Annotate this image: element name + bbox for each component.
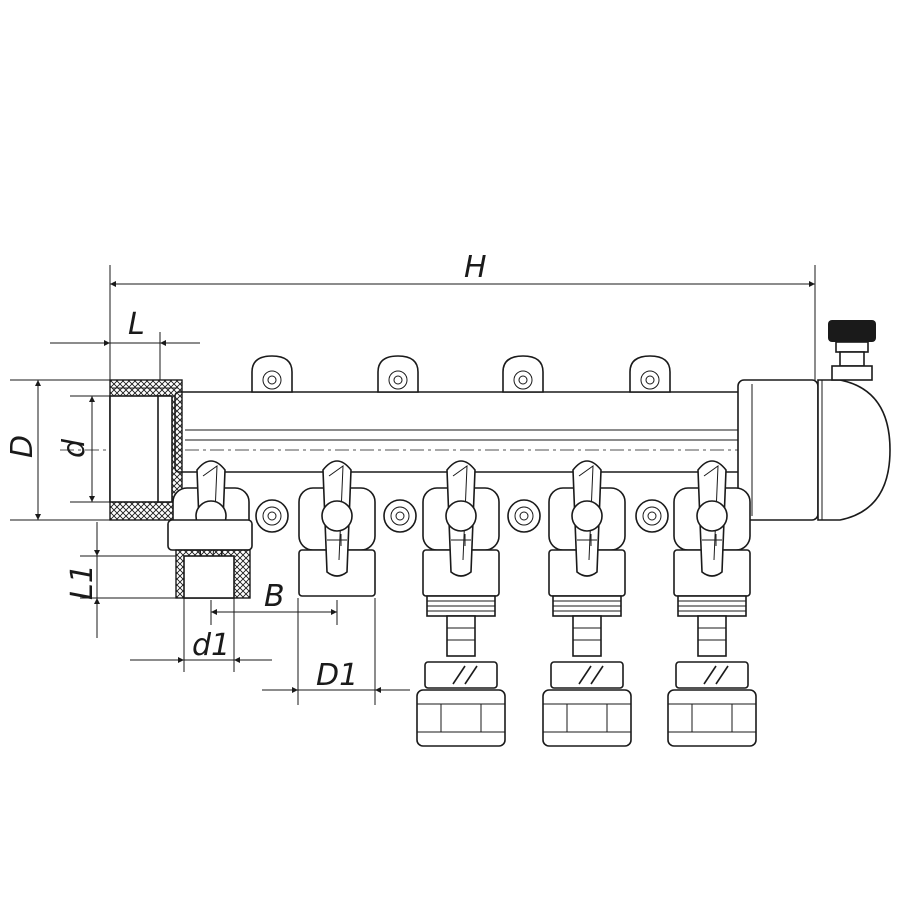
dim-label-l: L — [128, 307, 145, 342]
mounting-lug — [502, 355, 544, 393]
valve-outlet — [667, 460, 757, 747]
mounting-lugs — [251, 355, 671, 393]
air-vent — [828, 320, 876, 381]
bottom-lugs — [255, 499, 669, 533]
dimension-lines — [10, 265, 816, 705]
inlet-fitting — [109, 379, 183, 521]
valve-outlet — [298, 460, 376, 597]
mounting-lug — [251, 355, 293, 393]
valve-outlet — [542, 460, 632, 747]
dim-label-h: H — [464, 250, 487, 285]
dim-label-l1: L1 — [65, 564, 100, 600]
dim-label-d-outer: D — [5, 435, 40, 458]
threaded-outlet — [167, 519, 253, 599]
outlets — [172, 460, 757, 747]
bottom-lug — [635, 499, 669, 533]
dim-label-d1-outer: D1 — [316, 658, 358, 693]
valve-outlet — [416, 460, 506, 747]
manifold-body — [60, 320, 891, 533]
mounting-lug — [377, 355, 419, 393]
dim-label-b: B — [264, 579, 285, 614]
mounting-lug — [629, 355, 671, 393]
dim-label-d-inner: d — [57, 438, 92, 458]
bottom-lug — [383, 499, 417, 533]
bottom-lug — [255, 499, 289, 533]
bottom-lug — [507, 499, 541, 533]
end-cap — [737, 379, 891, 521]
dim-label-d1-inner: d1 — [192, 628, 230, 663]
